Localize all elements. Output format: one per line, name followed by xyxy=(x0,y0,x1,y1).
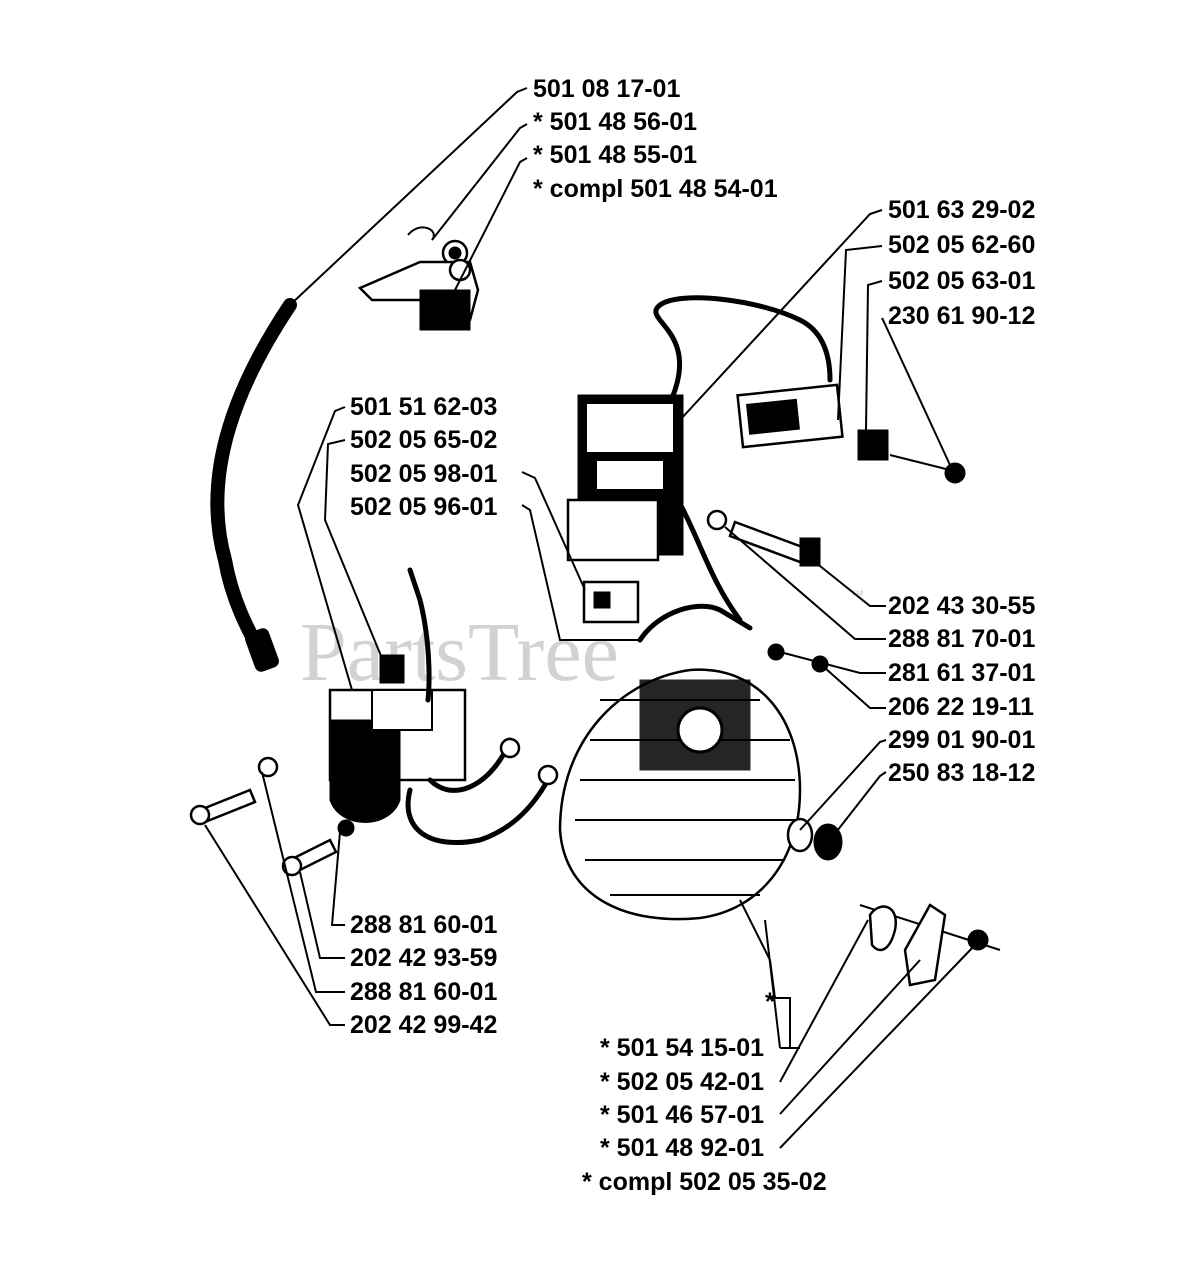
module-wire xyxy=(653,295,833,401)
coil-terminal-2 xyxy=(537,764,559,786)
label-250-83-18-12: 250 83 18-12 xyxy=(888,759,1035,787)
label-299-01-90-01: 299 01 90-01 xyxy=(888,726,1035,754)
ignition-module xyxy=(566,394,684,562)
screw-left-long xyxy=(189,788,257,826)
coil-wire-2 xyxy=(405,782,548,846)
flywheel-washer xyxy=(786,817,814,853)
label-206-22-19-11: 206 22 19-11 xyxy=(888,693,1034,721)
ignition-coil xyxy=(328,654,467,823)
coil-terminal-1 xyxy=(499,737,521,759)
key-plates xyxy=(859,903,1001,987)
label-501-54-15-01: * 501 54 15-01 xyxy=(600,1034,764,1062)
label-501-63-29-02: 501 63 29-02 xyxy=(888,196,1035,224)
leader-lines xyxy=(204,87,976,1149)
switch-box xyxy=(736,383,844,449)
label-502-05-98-01: 502 05 98-01 xyxy=(350,460,497,488)
bolt-module xyxy=(706,509,821,567)
label-202-43-30-55: 202 43 30-55 xyxy=(888,592,1035,620)
label-202-42-93-59: 202 42 93-59 xyxy=(350,944,497,972)
label-compl-502-05-35-02: * compl 502 05 35-02 xyxy=(582,1168,827,1196)
bracket-part xyxy=(582,580,640,624)
label-501-48-56-01: * 501 48 56-01 xyxy=(533,108,697,136)
label-502-05-65-02: 502 05 65-02 xyxy=(350,426,497,454)
label-asterisk: * xyxy=(765,988,775,1016)
washer-left-bottom xyxy=(337,819,355,837)
clip-part xyxy=(857,429,889,461)
label-501-08-17-01: 501 08 17-01 xyxy=(533,75,680,103)
label-502-05-42-01: * 502 05 42-01 xyxy=(600,1068,764,1096)
label-502-05-96-01: 502 05 96-01 xyxy=(350,493,497,521)
label-501-51-62-03: 501 51 62-03 xyxy=(350,393,497,421)
label-502-05-63-01: 502 05 63-01 xyxy=(888,267,1035,295)
flywheel xyxy=(558,668,802,921)
label-502-05-62-60: 502 05 62-60 xyxy=(888,231,1035,259)
label-230-61-90-12: 230 61 90-12 xyxy=(888,302,1035,330)
ht-lead-cable xyxy=(210,298,297,672)
ground-wire xyxy=(637,603,753,643)
label-compl-501-48-54-01: * compl 501 48 54-01 xyxy=(533,175,778,203)
label-501-48-92-01: * 501 48 92-01 xyxy=(600,1134,764,1162)
screw-left-short xyxy=(281,838,338,877)
label-501-48-55-01: * 501 48 55-01 xyxy=(533,141,697,169)
washer-small xyxy=(767,643,785,661)
label-288-81-60-01-a: 288 81 60-01 xyxy=(350,911,497,939)
spark-plug-cap xyxy=(357,258,480,331)
part-labels: 501 08 17-01 * 501 48 56-01 * 501 48 55-… xyxy=(350,75,1035,1196)
label-202-42-99-42: 202 42 99-42 xyxy=(350,1011,497,1039)
label-288-81-70-01: 288 81 70-01 xyxy=(888,625,1035,653)
label-501-46-57-01: * 501 46 57-01 xyxy=(600,1101,764,1129)
washer-left-top xyxy=(257,756,279,778)
label-288-81-60-01-b: 288 81 60-01 xyxy=(350,978,497,1006)
coil-lead xyxy=(407,567,432,703)
screw-right xyxy=(889,454,966,484)
watermark-text: PartsTree xyxy=(300,606,619,699)
label-281-61-37-01: 281 61 37-01 xyxy=(888,659,1035,687)
module-wire-lower xyxy=(675,497,743,623)
